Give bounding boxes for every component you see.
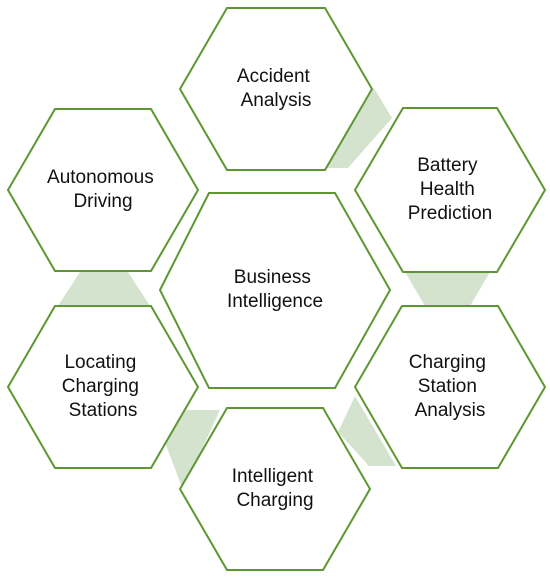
label-line: Intelligent: [232, 466, 314, 487]
hex-locating-charging-stations: Locating Charging Stations: [6, 305, 200, 469]
hex-shape-charging-station-analysis: [353, 305, 547, 469]
label-intelligent-charging: Intelligent Charging: [232, 466, 319, 511]
label-line: Accident: [237, 66, 311, 87]
label-line: Analysis: [241, 90, 312, 111]
label-line: Stations: [69, 400, 138, 421]
label-autonomous-driving: Autonomous Driving: [47, 167, 159, 212]
hex-accident-analysis: Accident Analysis: [178, 7, 374, 171]
label-battery-health-prediction: Battery Health Prediction: [408, 155, 493, 224]
label-locating-charging-stations: Locating Charging Stations: [62, 352, 144, 421]
label-line: Locating: [64, 352, 136, 373]
label-business-intelligence: Business Intelligence: [227, 267, 323, 312]
connector-locating-autonomous: [58, 272, 150, 306]
connector-accident-battery: [326, 88, 392, 168]
label-accident-analysis: Accident Analysis: [237, 66, 315, 111]
label-line: Business: [234, 267, 311, 288]
hex-autonomous-driving: Autonomous Driving: [6, 108, 200, 272]
label-line: Station: [418, 376, 477, 397]
hex-battery-health-prediction: Battery Health Prediction: [353, 107, 547, 273]
label-line: Autonomous: [47, 167, 154, 188]
label-line: Prediction: [408, 203, 493, 224]
label-line: Driving: [73, 191, 132, 212]
hex-shape-business-intelligence: [158, 192, 392, 389]
hex-shape-battery-health-prediction: [353, 107, 547, 273]
label-line: Intelligence: [227, 291, 323, 312]
hex-shape-intelligent-charging: [178, 407, 372, 571]
label-line: Battery: [417, 155, 478, 176]
label-charging-station-analysis: Charging Station Analysis: [409, 352, 491, 421]
connector-battery-charging-station: [405, 272, 490, 306]
label-line: Charging: [62, 376, 139, 397]
hex-intelligent-charging: Intelligent Charging: [178, 407, 372, 571]
hex-charging-station-analysis: Charging Station Analysis: [353, 305, 547, 469]
label-line: Charging: [236, 490, 313, 511]
hex-business-intelligence: Business Intelligence: [158, 192, 392, 389]
hex-shape-accident-analysis: [178, 7, 374, 171]
hex-shape-autonomous-driving: [6, 108, 200, 272]
label-line: Charging: [409, 352, 486, 373]
connector-charging-station-intelligent: [338, 396, 396, 466]
hex-shape-locating-charging-stations: [6, 305, 200, 469]
label-line: Analysis: [415, 400, 486, 421]
label-line: Health: [420, 179, 475, 200]
